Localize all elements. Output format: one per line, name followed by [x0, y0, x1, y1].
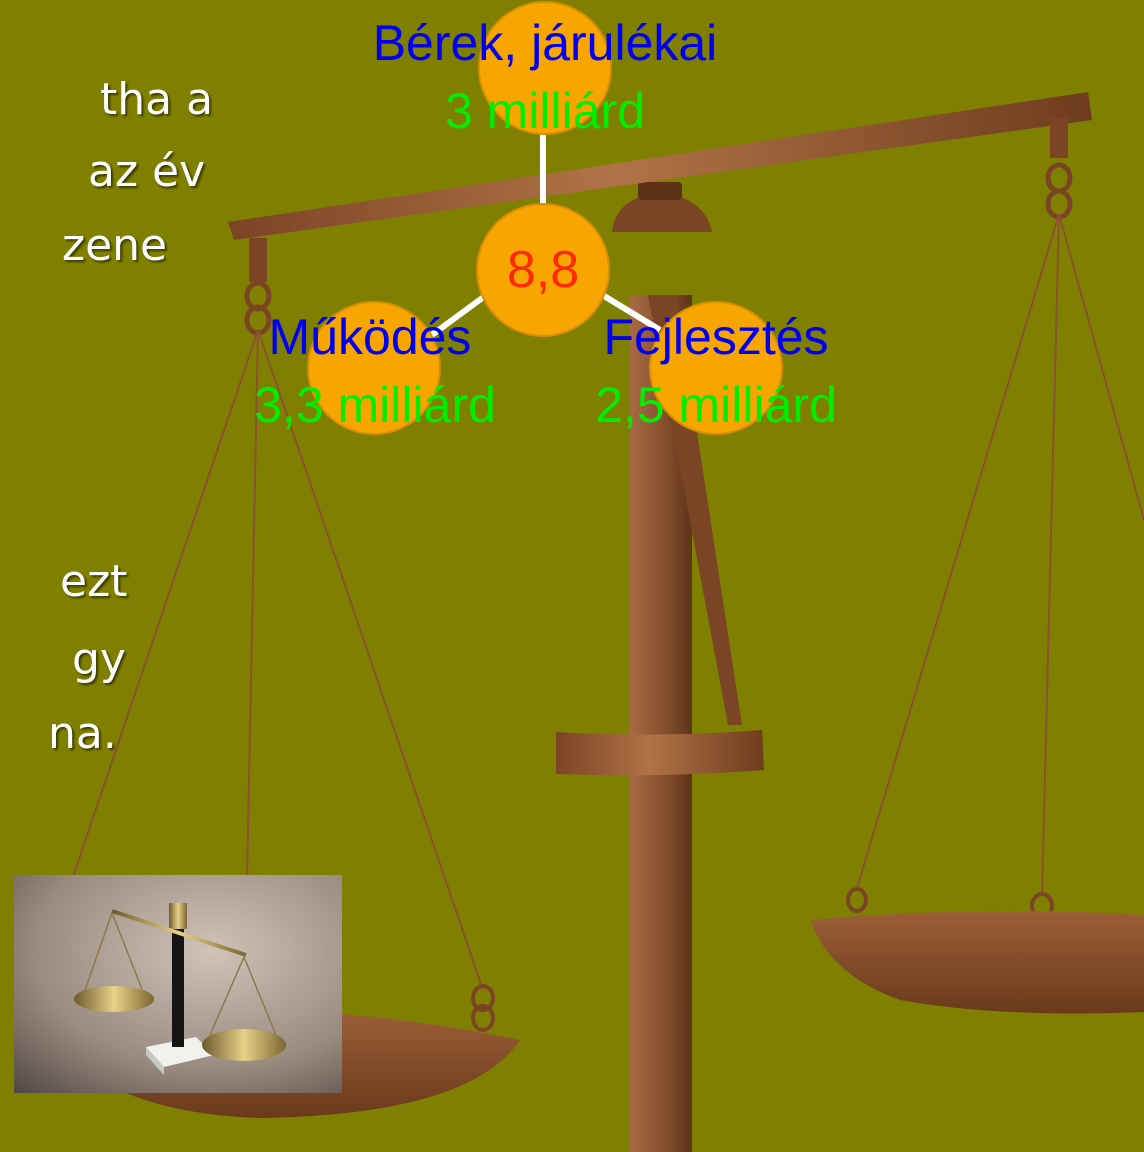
node-center-circle — [476, 203, 610, 337]
slide-text-fragment: zene — [62, 220, 168, 271]
node-center-value: 8,8 — [506, 241, 580, 299]
node-left-value: 3,3 milliárd — [254, 377, 496, 433]
slide-text-fragment: tha a — [100, 74, 214, 125]
scale-beam — [228, 92, 1092, 240]
node-top-label: Bérek, járulékai — [372, 15, 718, 71]
scale-pivot — [612, 192, 712, 232]
node-top-value: 3 milliárd — [444, 83, 646, 139]
node-left-label: Működés — [268, 309, 472, 365]
slide-text-fragment: ezt — [60, 556, 128, 607]
node-left-circle — [307, 301, 441, 435]
node-right-circle — [649, 301, 783, 435]
node-right-label: Fejlesztés — [603, 309, 829, 365]
scales-photo-icon — [14, 875, 342, 1093]
node-right-value: 2,5 milliárd — [595, 377, 837, 433]
slide-text-fragment: na. — [48, 708, 117, 759]
scale-crosspiece — [556, 730, 764, 776]
node-top-circle — [478, 1, 612, 135]
slide-text-fragment: gy — [72, 634, 126, 685]
slide-text-fragment: az év — [88, 146, 206, 197]
scale-pan-right — [810, 911, 1144, 1014]
